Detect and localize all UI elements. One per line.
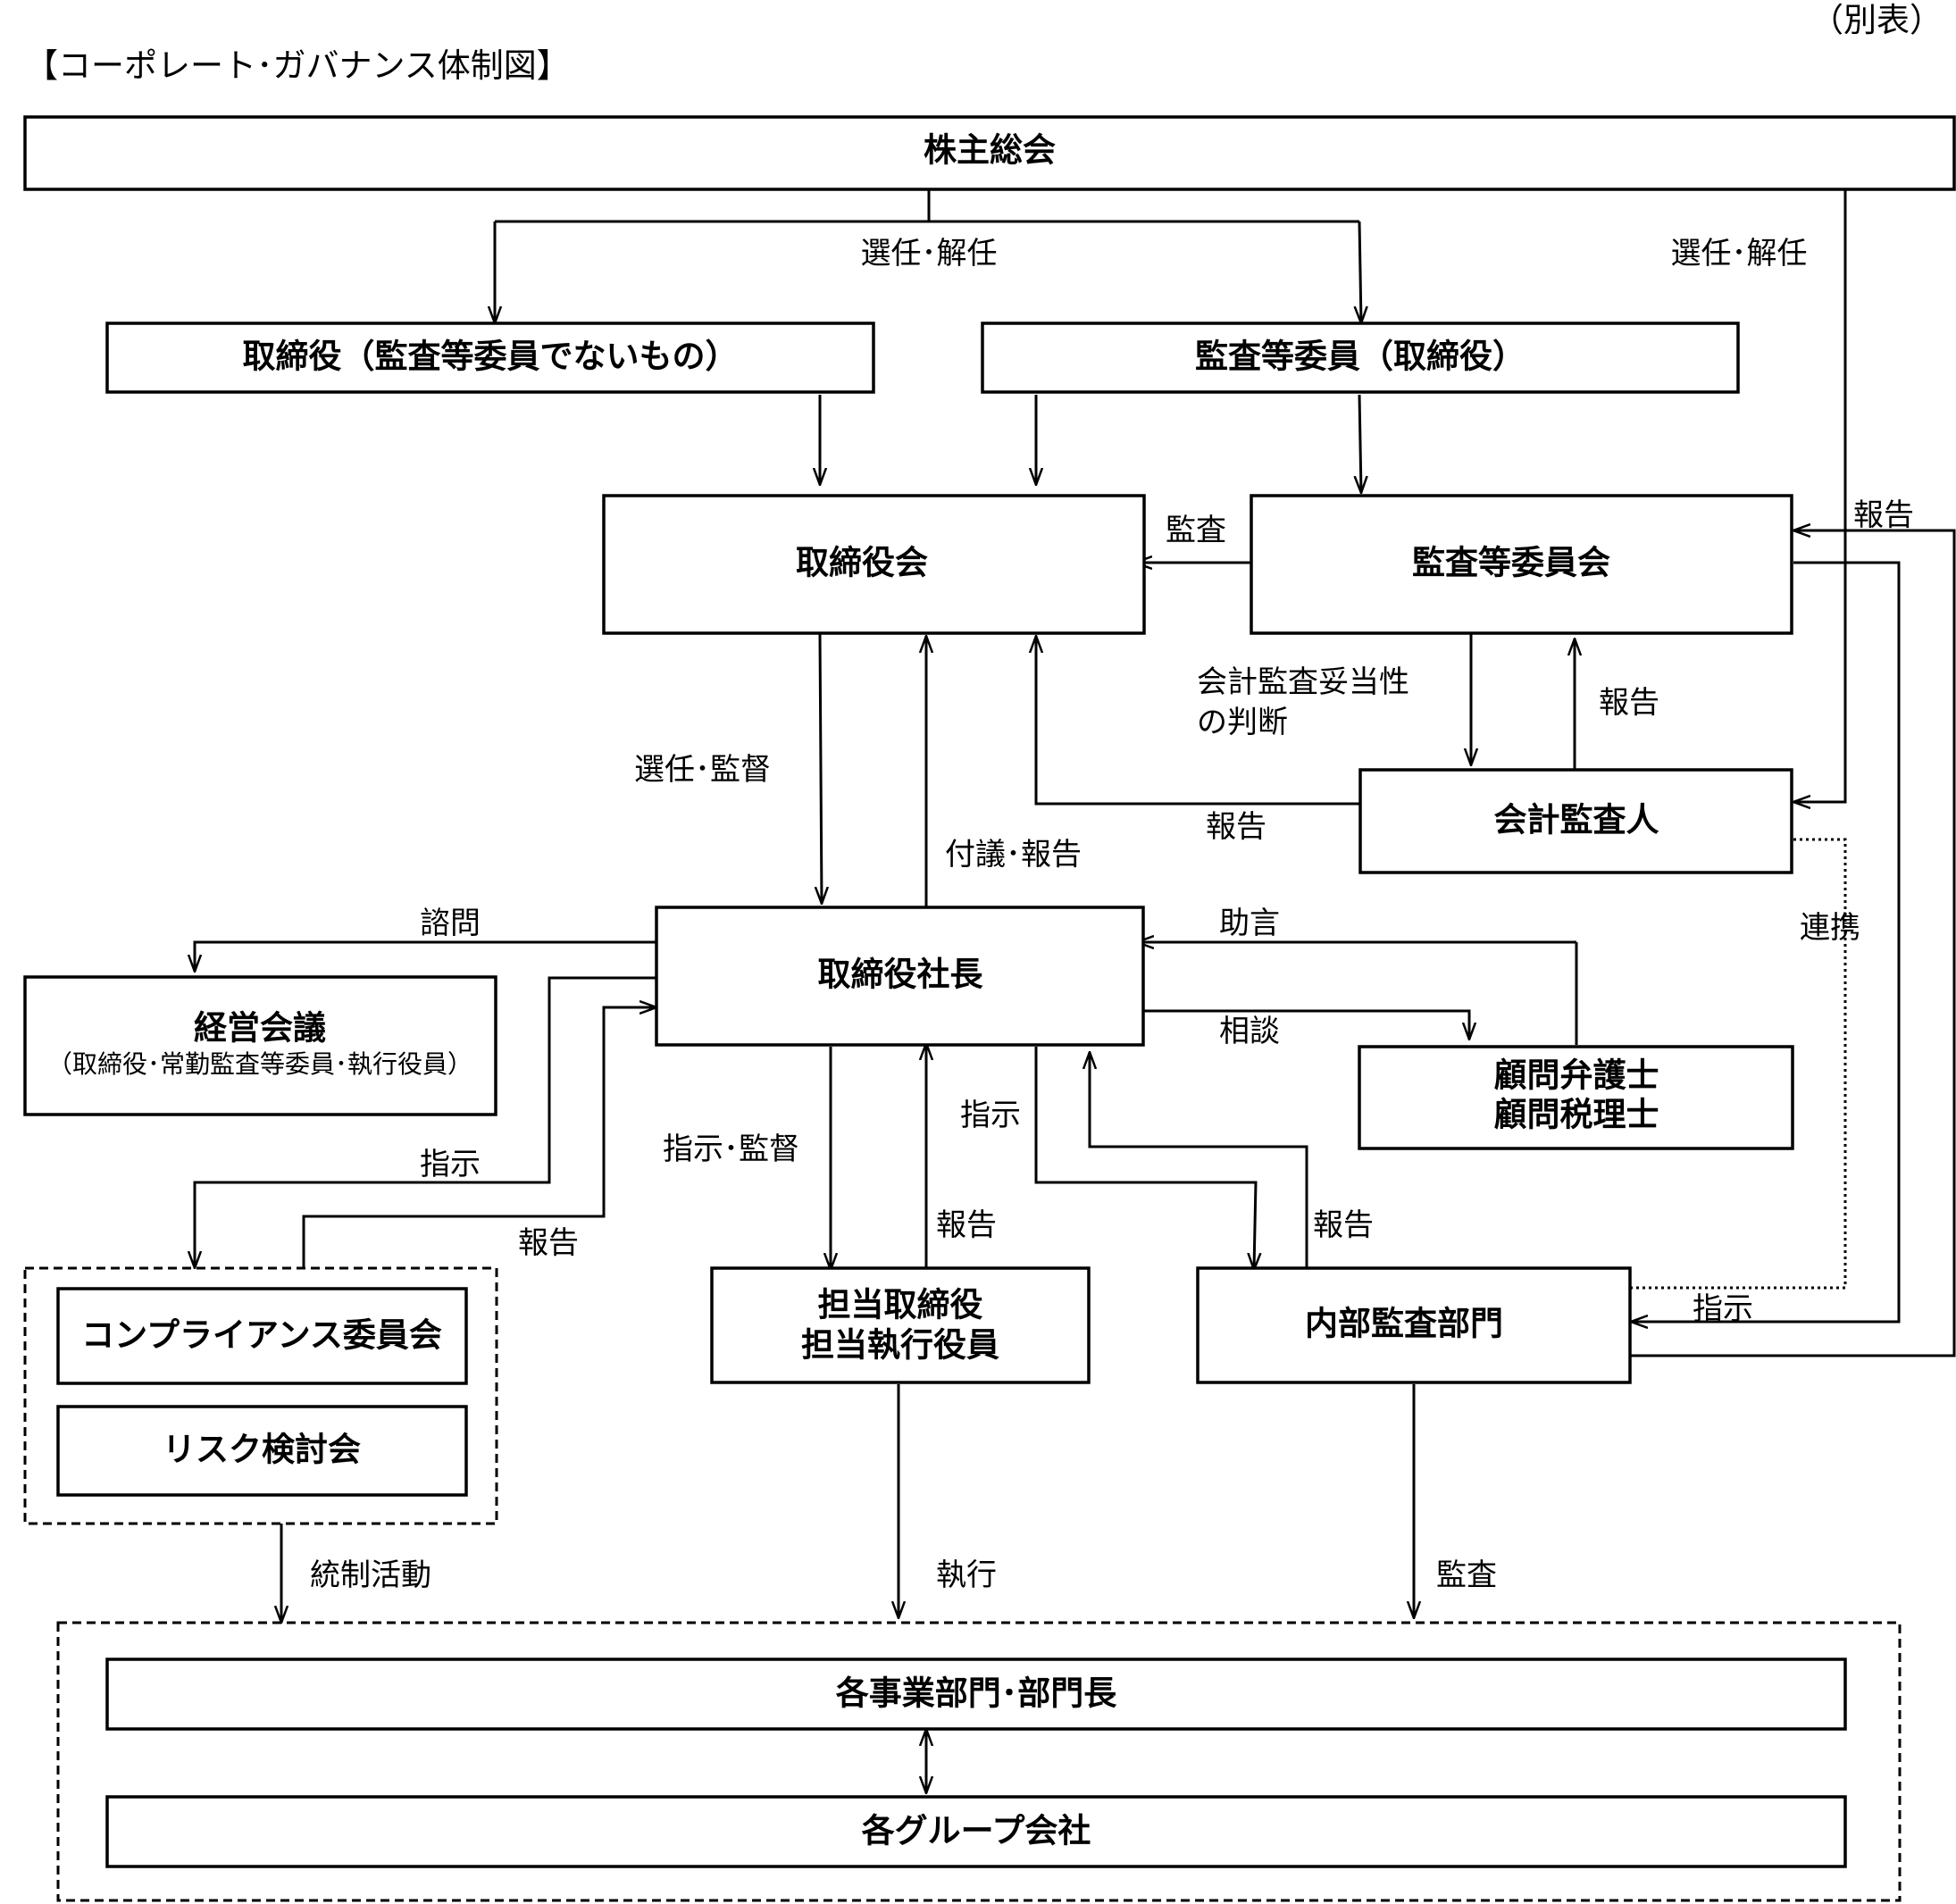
label-elect-dismiss-center: 選任･解任 [861, 236, 998, 271]
legal-advisor-label: 顧問弁護士 [1494, 1056, 1659, 1095]
arrow-committee-instruct-internal [1631, 561, 1901, 1322]
arrow-president-to-meeting [195, 940, 656, 972]
arrow-president-instruct-internal [1034, 1047, 1256, 1270]
management-meeting-label: 経営会議 [194, 1009, 326, 1048]
directors-non-audit-label: 取締役（監査等委員でないもの） [243, 338, 739, 376]
label-elect-dismiss-right: 選任･解任 [1671, 236, 1808, 271]
president-label: 取締役社長 [818, 956, 984, 994]
president-box: 取締役社長 [655, 906, 1145, 1047]
board-box: 取締役会 [602, 494, 1146, 635]
arrow-shareholders-to-auditor [1793, 189, 1847, 802]
label-control-activities: 統制活動 [310, 1557, 431, 1593]
arrow-internal-report-president [1090, 1052, 1308, 1268]
shareholders-meeting-box: 株主総会 [23, 115, 1956, 191]
label-accounting-judgment-1: 会計監査妥当性 [1197, 664, 1409, 700]
label-accounting-judgment-2: の判断 [1197, 705, 1288, 740]
elect-line [495, 189, 1359, 223]
group-companies-box: 各グループ会社 [105, 1795, 1847, 1868]
compliance-committee-box: コンプライアンス委員会 [56, 1287, 468, 1385]
arrow-president-consult [1144, 1009, 1469, 1040]
business-depts-label: 各事業部門･部門長 [836, 1674, 1117, 1713]
label-report-auditor-committee: 報告 [1599, 685, 1659, 721]
audit-members-box: 監査等委員（取締役） [981, 322, 1740, 394]
label-submit-report: 付議･報告 [945, 837, 1082, 873]
label-consult-meeting: 諮問 [420, 906, 481, 941]
management-meeting-box: 経営会議 （取締役･常勤監査等委員･執行役員） [23, 975, 497, 1116]
label-elect-supervise: 選任･監督 [634, 752, 771, 788]
label-instruct-supervise-officers: 指示･監督 [663, 1132, 799, 1167]
accounting-auditor-box: 会計監査人 [1358, 768, 1793, 874]
label-instruct-internal: 指示 [960, 1098, 1021, 1133]
management-meeting-members: （取締役･常勤監査等委員･執行役員） [47, 1049, 472, 1079]
diagram-title: 【コーポレート･ガバナンス体制図】 [25, 46, 570, 85]
group-companies-label: 各グループ会社 [862, 1812, 1091, 1850]
arrow-members-to-committee [1359, 394, 1361, 493]
audit-members-label: 監査等委員（取締役） [1195, 338, 1526, 376]
accounting-auditor-label: 会計監査人 [1494, 801, 1659, 839]
operations-group-container [56, 1621, 1902, 1902]
arrow-internal-report-committee [1631, 530, 1956, 1357]
arrow-board-to-president [820, 633, 822, 904]
label-liaison: 連携 [1800, 910, 1860, 946]
director-in-charge-label: 担当取締役 [818, 1286, 983, 1324]
label-instruct-compliance: 指示 [420, 1147, 481, 1182]
business-depts-box: 各事業部門･部門長 [105, 1658, 1847, 1731]
label-consultation: 相談 [1219, 1014, 1280, 1049]
shareholders-meeting-label: 株主総会 [924, 131, 1056, 170]
advisors-box: 顧問弁護士 顧問税理士 [1358, 1045, 1794, 1150]
arrow-president-instruct-compliance [195, 976, 656, 1268]
risk-meeting-label: リスク検討会 [163, 1431, 361, 1469]
label-audit-depts: 監査 [1436, 1557, 1497, 1593]
directors-non-audit-box: 取締役（監査等委員でないもの） [105, 322, 875, 394]
internal-audit-label: 内部監査部門 [1305, 1305, 1503, 1343]
arrow-compliance-report [302, 1007, 656, 1268]
label-instruct-committee-internal: 指示 [1693, 1291, 1753, 1327]
appendix-note: （別表） [1810, 1, 1943, 39]
compliance-group-container [23, 1266, 498, 1525]
label-report-officers: 報告 [936, 1207, 997, 1243]
label-execution: 執行 [936, 1557, 997, 1593]
arrow-auditor-to-board [1036, 636, 1360, 806]
arrow-to-audit-members [1359, 221, 1361, 323]
audit-committee-label: 監査等委員会 [1412, 544, 1610, 582]
executive-officer-label: 担当執行役員 [801, 1326, 999, 1365]
label-audit-board: 監査 [1166, 513, 1226, 548]
label-advice: 助言 [1219, 906, 1280, 941]
tax-advisor-label: 顧問税理士 [1494, 1096, 1659, 1134]
label-report-to-committee: 報告 [1853, 497, 1914, 533]
liaison-line [1631, 838, 1847, 1290]
officers-box: 担当取締役 担当執行役員 [710, 1266, 1091, 1384]
risk-meeting-box: リスク検討会 [56, 1405, 468, 1497]
label-report-auditor-board: 報告 [1206, 809, 1266, 845]
audit-committee-box: 監査等委員会 [1250, 494, 1793, 635]
internal-audit-box: 内部監査部門 [1196, 1266, 1632, 1384]
compliance-committee-label: コンプライアンス委員会 [81, 1316, 442, 1355]
label-report-internal: 報告 [1313, 1207, 1374, 1243]
label-report-compliance: 報告 [518, 1225, 579, 1261]
board-label: 取締役会 [796, 544, 928, 582]
